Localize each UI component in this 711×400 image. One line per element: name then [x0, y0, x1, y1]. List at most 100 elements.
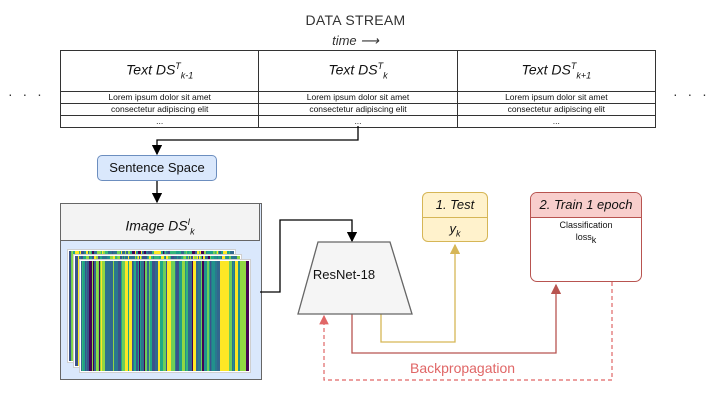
stripe [81, 261, 82, 371]
stripe [220, 261, 223, 371]
stripe [243, 261, 246, 371]
stripe [136, 261, 138, 371]
stripe [201, 261, 202, 371]
train-subtitle: Classification [559, 220, 613, 230]
stripe [94, 261, 96, 371]
stripe [215, 261, 217, 371]
stripe [229, 261, 232, 371]
stripe [139, 261, 140, 371]
stripe [69, 251, 71, 361]
train-box: 2. Train 1 epoch Classification lossk [530, 192, 642, 282]
stripe [134, 261, 136, 371]
stripe [209, 261, 210, 371]
stripe [155, 261, 158, 371]
stripe [223, 261, 226, 371]
stripe [185, 261, 186, 371]
stripe [117, 261, 118, 371]
stripe [147, 261, 149, 371]
stripe [172, 261, 175, 371]
stripe [163, 261, 164, 371]
stripe [71, 251, 72, 361]
arrow-image-to-resnet [260, 219, 358, 293]
text-ds-header-current: Text DSTk [258, 50, 458, 92]
stripe [176, 261, 179, 371]
stripe [125, 261, 128, 371]
diagram-title: DATA STREAM [305, 12, 406, 28]
test-box: 1. Test yk [422, 192, 488, 242]
table-row: Lorem ipsum dolor sit amet Lorem ipsum d… [59, 91, 657, 104]
right-ellipsis: · · · [673, 86, 710, 102]
stripe [240, 261, 241, 371]
stripe [107, 261, 110, 371]
text-dataset-table: Text DSTk-1 Text DSTk Text DSTk+1 Lorem … [59, 50, 657, 128]
stripe [122, 261, 125, 371]
stripe [110, 261, 113, 371]
stripe [98, 261, 99, 371]
stripe [179, 261, 182, 371]
stripe [143, 261, 144, 371]
stripe [150, 261, 152, 371]
stripe [118, 261, 120, 371]
stripe [105, 261, 107, 371]
stripe [133, 261, 134, 371]
stripe [141, 261, 143, 371]
stripe [93, 261, 94, 371]
stripe [233, 261, 234, 371]
stripe [158, 261, 160, 371]
stripe [202, 261, 204, 371]
stripe [246, 261, 249, 371]
backprop-label: Backpropagation [410, 360, 516, 376]
stripe [171, 261, 172, 371]
resnet-trapezoid [297, 241, 413, 315]
stripe [226, 261, 229, 371]
stripe-image [81, 261, 249, 371]
resnet-label: ResNet-18 [312, 267, 376, 282]
stripe [99, 261, 100, 371]
stripe [87, 261, 89, 371]
arrow-resnet-to-test [380, 243, 461, 343]
stripe [234, 261, 235, 371]
stripe [186, 261, 188, 371]
stripe [138, 261, 139, 371]
stripe [198, 261, 201, 371]
time-label: time ⟶ [332, 33, 379, 48]
stripe [83, 261, 85, 371]
stripe [211, 261, 212, 371]
test-output: yk [449, 221, 461, 239]
sentence-space-box: Sentence Space [97, 155, 217, 181]
table-row: consectetur adipiscing elit consectetur … [59, 103, 657, 116]
stripe [232, 261, 233, 371]
stripe [167, 261, 168, 371]
stripe [114, 261, 117, 371]
stripe [164, 261, 166, 371]
stripe [182, 261, 185, 371]
train-loss-label: lossk [575, 232, 597, 245]
arrow-resnet-to-train [351, 283, 562, 354]
stripe [160, 261, 163, 371]
stripe [100, 261, 101, 371]
left-ellipsis: · · · [8, 86, 45, 102]
stripe [168, 261, 171, 371]
stripe [210, 261, 211, 371]
stripe [152, 261, 155, 371]
stripe [144, 261, 145, 371]
stripe [75, 256, 78, 366]
stripe [212, 261, 215, 371]
stripe [192, 261, 193, 371]
stripe [86, 261, 87, 371]
stripe [149, 261, 150, 371]
stripe [129, 261, 132, 371]
text-ds-header-next: Text DSTk+1 [456, 50, 657, 92]
stripe [96, 261, 98, 371]
stripe [121, 261, 122, 371]
stripe [72, 251, 73, 361]
stripe [235, 261, 238, 371]
stripe [241, 261, 243, 371]
stripe [89, 261, 92, 371]
backprop-arrow [319, 282, 613, 381]
stripe [102, 261, 105, 371]
stripe [196, 261, 198, 371]
test-title: 1. Test [423, 193, 487, 218]
stripe [188, 261, 191, 371]
image-ds-header: Image DSIk [60, 203, 260, 241]
